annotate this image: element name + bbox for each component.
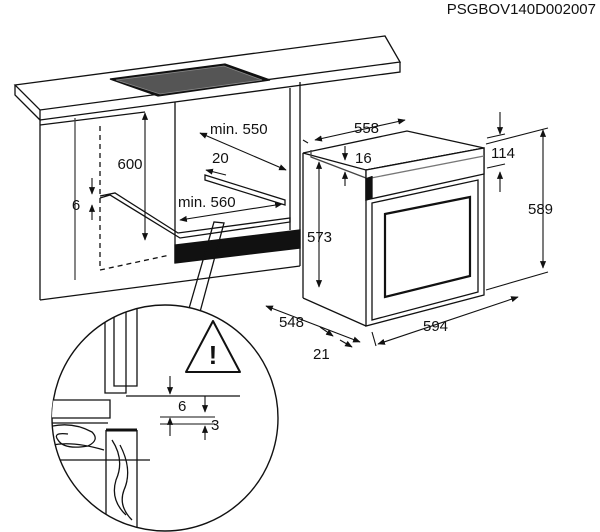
niche-dimensions [88, 112, 287, 241]
oven-body-width-label: 558 [354, 120, 379, 137]
niche-height-label: 600 [117, 156, 142, 173]
oven-front-gap-label: 21 [313, 346, 330, 363]
niche-min-width-label: min. 550 [210, 121, 268, 138]
oven-window [383, 195, 472, 299]
niche-min-depth-label: min. 560 [178, 194, 236, 211]
niche-shelf-offset-label: 6 [72, 197, 80, 214]
niche-cutout-label: 20 [212, 150, 229, 167]
detail-gap-a-label: 6 [178, 398, 186, 415]
oven-top-gap-label: 16 [355, 150, 372, 167]
detail-circle: ! 6 3 [51, 304, 279, 532]
warning-symbol: ! [209, 340, 218, 370]
oven-body-height-label: 573 [307, 229, 332, 246]
detail-pointer [187, 221, 225, 313]
oven-depth-label: 548 [279, 314, 304, 331]
oven-body [302, 130, 485, 327]
cabinet-niche [13, 35, 402, 301]
oven-width-label: 594 [423, 318, 448, 335]
oven-dimensions [265, 112, 549, 348]
oven-height-label: 589 [528, 201, 553, 218]
plinth-strip [174, 229, 301, 264]
document-code: PSGBOV140D002007 [447, 1, 596, 18]
oven-panel-height-label: 114 [491, 145, 515, 162]
warning-triangle-icon [185, 320, 241, 373]
detail-gap-b-label: 3 [211, 417, 219, 434]
